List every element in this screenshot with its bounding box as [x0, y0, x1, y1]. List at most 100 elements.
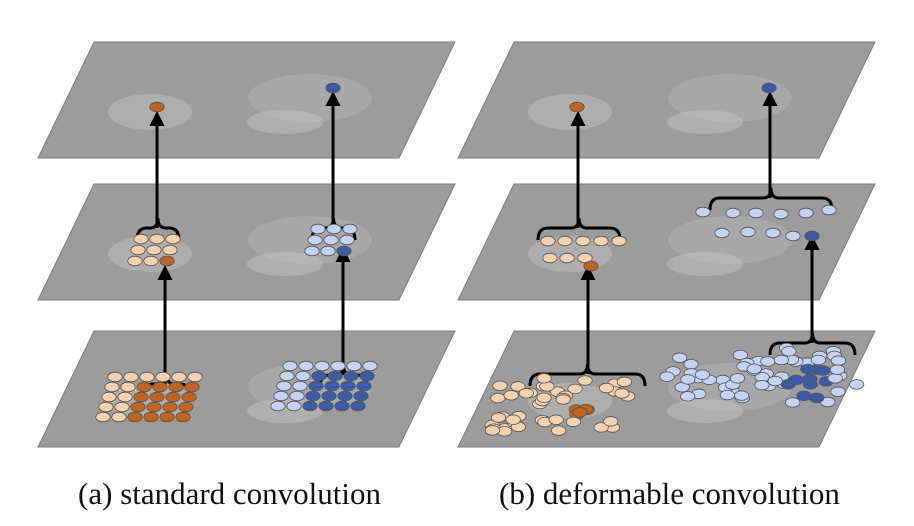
- bottom-sample-blue-a: [295, 370, 311, 382]
- output-unit-blue-b: [761, 82, 777, 94]
- lamb-silhouette: [528, 94, 612, 130]
- layer-standard-convolution-top-feature-map: [37, 41, 456, 159]
- bottom-sample-orange-a: [159, 411, 175, 423]
- bottom-sample-blue-b: [829, 364, 846, 375]
- bottom-sample-orange-a: [130, 401, 146, 413]
- mid-sample-orange-a: [159, 255, 175, 267]
- bottom-sample-blue-a: [318, 400, 334, 412]
- bottom-sample-orange-a: [155, 371, 171, 383]
- bottom-sample-blue-a: [359, 370, 375, 382]
- mid-sample-blue-a: [310, 223, 326, 235]
- bottom-sample-orange-b: [598, 382, 615, 394]
- bottom-sample-orange-a: [123, 371, 139, 383]
- bottom-sample-orange-a: [127, 411, 143, 423]
- mid-sample-orange-b: [611, 235, 627, 247]
- layer-plane: [37, 330, 456, 448]
- bottom-sample-orange-a: [98, 401, 114, 413]
- bottom-sample-blue-b: [734, 390, 750, 401]
- bracket-a-orange-mid: [135, 217, 181, 241]
- bottom-sample-blue-b: [760, 356, 776, 367]
- bottom-sample-blue-a: [273, 390, 289, 402]
- bottom-sample-orange-a: [165, 391, 181, 403]
- bottom-sample-orange-a: [114, 401, 130, 413]
- bracket-b-orange-bottom: [528, 363, 647, 387]
- bottom-sample-orange-a: [117, 391, 133, 403]
- bottom-sample-blue-b: [830, 355, 847, 366]
- bracket-b-blue-bottom: [768, 332, 857, 356]
- sheep-silhouette: [668, 216, 792, 264]
- bottom-sample-orange-b: [503, 390, 519, 401]
- bottom-sample-orange-a: [107, 371, 123, 383]
- bottom-sample-blue-b: [732, 349, 749, 361]
- sheep-silhouette: [668, 74, 792, 122]
- bottom-sample-orange-a: [120, 381, 136, 393]
- mid-sample-blue-b: [773, 208, 789, 220]
- small-lamb-silhouette: [667, 110, 743, 134]
- bottom-sample-blue-b: [719, 389, 735, 401]
- bottom-sample-blue-b: [800, 363, 816, 375]
- mid-sample-blue-a: [320, 245, 336, 257]
- mid-sample-orange-b: [557, 235, 573, 247]
- mid-sample-orange-b: [540, 235, 556, 247]
- bottom-sample-blue-b: [767, 375, 783, 387]
- bottom-sample-blue-a: [327, 370, 343, 382]
- bottom-sample-blue-a: [350, 400, 366, 412]
- bottom-sample-blue-b: [659, 371, 675, 382]
- bottom-sample-blue-a: [282, 360, 298, 372]
- bottom-sample-orange-b: [510, 381, 526, 392]
- bottom-sample-blue-a: [353, 390, 369, 402]
- mid-sample-orange-a: [133, 233, 149, 245]
- output-unit-blue-a: [325, 82, 341, 94]
- bottom-sample-orange-a: [178, 401, 194, 413]
- mid-sample-blue-a: [326, 223, 342, 235]
- bottom-sample-blue-b: [810, 354, 826, 366]
- bottom-sample-blue-a: [362, 360, 378, 372]
- bottom-sample-blue-b: [694, 369, 711, 380]
- mid-sample-blue-b: [748, 207, 764, 219]
- bottom-sample-blue-b: [796, 390, 812, 402]
- bottom-sample-blue-a: [292, 380, 308, 392]
- bottom-sample-orange-a: [171, 371, 187, 383]
- bottom-sample-orange-b: [505, 414, 521, 425]
- bottom-sample-blue-b: [815, 365, 831, 376]
- bottom-sample-orange-a: [162, 401, 178, 413]
- bottom-sample-blue-a: [324, 380, 340, 392]
- bracket-b-orange-mid: [536, 217, 622, 241]
- small-lamb-silhouette: [667, 252, 743, 276]
- bottom-sample-orange-a: [101, 391, 117, 403]
- bottom-sample-blue-b: [809, 392, 825, 404]
- mid-sample-orange-b: [583, 260, 599, 272]
- bottom-sample-blue-a: [305, 390, 321, 402]
- bottom-sample-orange-b: [551, 425, 567, 436]
- mid-sample-orange-b: [542, 252, 558, 264]
- bottom-sample-blue-a: [302, 400, 318, 412]
- caption-standard-convolution: (a) standard convolution: [78, 476, 382, 511]
- mid-sample-orange-a: [162, 244, 178, 256]
- mid-sample-orange-a: [143, 255, 159, 267]
- bottom-sample-orange-a: [111, 411, 127, 423]
- bottom-sample-orange-b: [567, 383, 583, 395]
- bottom-sample-orange-a: [136, 381, 152, 393]
- small-lamb-silhouette: [247, 110, 323, 134]
- sampling-locations: [95, 82, 865, 437]
- bottom-sample-orange-b: [614, 388, 630, 399]
- mid-sample-blue-b: [821, 204, 837, 216]
- bottom-sample-blue-a: [289, 390, 305, 402]
- bottom-sample-blue-b: [849, 379, 865, 390]
- caption-deformable-convolution: (b) deformable convolution: [499, 476, 840, 511]
- bottom-sample-orange-a: [149, 391, 165, 403]
- bottom-sample-blue-a: [356, 380, 372, 392]
- bottom-sample-blue-b: [754, 379, 770, 391]
- mid-sample-orange-a: [127, 255, 143, 267]
- mid-sample-blue-a: [323, 234, 339, 246]
- bottom-sample-orange-a: [146, 401, 162, 413]
- mid-sample-blue-b: [804, 230, 820, 242]
- output-unit-orange-b: [569, 101, 585, 113]
- bottom-sample-blue-b: [785, 397, 801, 408]
- bottom-sample-blue-b: [773, 354, 789, 366]
- bottom-sample-orange-b: [593, 422, 609, 433]
- bottom-sample-orange-b: [490, 412, 507, 423]
- layer-deformable-convolution-top-feature-map: [457, 41, 876, 159]
- mid-sample-orange-b: [593, 235, 609, 247]
